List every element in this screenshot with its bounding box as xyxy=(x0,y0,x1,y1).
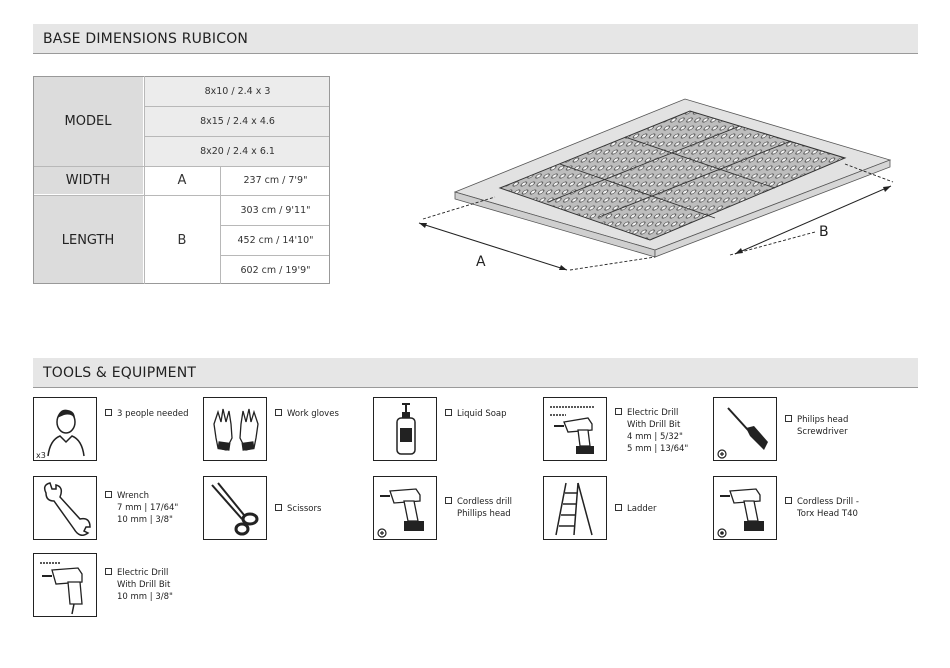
work-gloves-icon xyxy=(203,397,267,461)
dimension-label-a: A xyxy=(476,254,486,270)
tool-label: Electric Drill With Drill Bit 4 mm | 5/3… xyxy=(615,407,715,455)
section-title: BASE DIMENSIONS RUBICON xyxy=(43,31,249,47)
section-title: TOOLS & EQUIPMENT xyxy=(43,365,197,381)
model-row: 8x10 / 2.4 x 3 xyxy=(145,76,330,106)
dimensions-table: MODEL 8x10 / 2.4 x 3 8x15 / 2.4 x 4.6 8x… xyxy=(33,76,330,284)
checkbox[interactable] xyxy=(105,409,112,416)
length-value: 452 cm / 14'10" xyxy=(221,226,330,255)
checkbox[interactable] xyxy=(615,408,622,415)
model-row: 8x20 / 2.4 x 6.1 xyxy=(145,136,330,166)
tool-label: Cordless Drill - Torx Head T40 xyxy=(785,496,885,520)
tool-label: Cordless drill Phillips head xyxy=(445,496,545,520)
length-value: 303 cm / 9'11" xyxy=(221,196,330,225)
checkbox[interactable] xyxy=(105,568,112,575)
screwdriver-icon xyxy=(713,397,777,461)
tool-label: Electric Drill With Drill Bit 10 mm | 3/… xyxy=(105,567,205,603)
checkbox[interactable] xyxy=(105,491,112,498)
electric-drill-icon xyxy=(543,397,607,461)
checkbox[interactable] xyxy=(615,504,622,511)
scissors-icon xyxy=(203,476,267,540)
model-row: 8x15 / 2.4 x 4.6 xyxy=(145,106,330,136)
wrench-icon xyxy=(33,476,97,540)
tool-label: 3 people needed xyxy=(105,408,205,420)
person-icon: x3 xyxy=(33,397,97,461)
liquid-soap-icon xyxy=(373,397,437,461)
ladder-icon xyxy=(543,476,607,540)
electric-drill-icon xyxy=(33,553,97,617)
tool-label: Wrench 7 mm | 17/64" 10 mm | 3/8" xyxy=(105,490,205,526)
tool-label: Liquid Soap xyxy=(445,408,545,420)
model-header: MODEL xyxy=(33,76,143,166)
section-header-base-dimensions: BASE DIMENSIONS RUBICON xyxy=(33,24,918,54)
length-header: LENGTH xyxy=(33,196,143,284)
floor-panels xyxy=(498,110,847,241)
tool-label: Ladder xyxy=(615,503,715,515)
width-header: WIDTH xyxy=(33,167,143,194)
tool-label: Work gloves xyxy=(275,408,375,420)
section-header-tools: TOOLS & EQUIPMENT xyxy=(33,358,918,388)
checkbox[interactable] xyxy=(785,497,792,504)
tool-label: Scissors xyxy=(275,503,375,515)
people-count-badge: x3 xyxy=(36,451,46,460)
checkbox[interactable] xyxy=(275,504,282,511)
tool-label: Philips head Screwdriver xyxy=(785,414,885,438)
width-value: 237 cm / 7'9" xyxy=(221,167,330,194)
checkbox[interactable] xyxy=(445,409,452,416)
length-value: 602 cm / 19'9" xyxy=(221,256,330,284)
dimension-label-b: B xyxy=(819,224,829,240)
checkbox[interactable] xyxy=(785,415,792,422)
checkbox[interactable] xyxy=(275,409,282,416)
length-letter: B xyxy=(145,196,219,284)
cordless-drill-icon xyxy=(373,476,437,540)
base-diagram: A B xyxy=(418,98,894,271)
width-letter: A xyxy=(145,167,219,194)
checkbox[interactable] xyxy=(445,497,452,504)
cordless-drill-torx-icon xyxy=(713,476,777,540)
